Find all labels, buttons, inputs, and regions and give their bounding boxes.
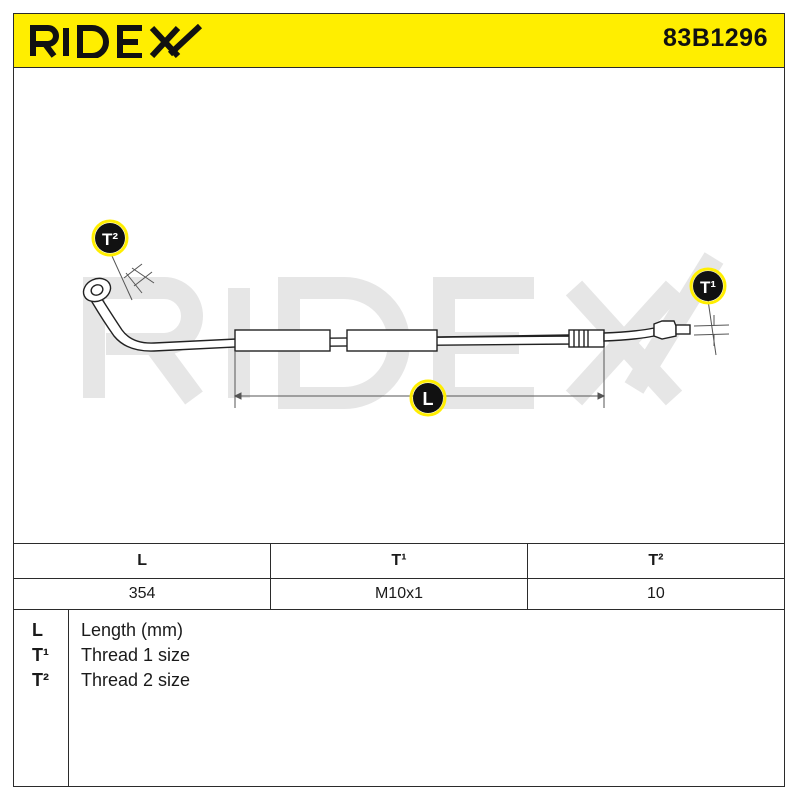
legend-key: T² — [32, 670, 49, 690]
t1-callout: T¹ — [689, 267, 727, 305]
legend-item: T² Thread 2 size — [14, 670, 784, 694]
legend-text: Length (mm) — [81, 620, 184, 640]
t2-dimension — [111, 255, 155, 301]
svg-text:T¹: T¹ — [700, 278, 716, 297]
spec-header-row: L T¹ T² — [14, 543, 784, 579]
legend-item: T¹ Thread 1 size — [14, 645, 784, 669]
ridex-logo — [30, 24, 203, 58]
spec-table: L T¹ T² 354 M10x1 10 — [14, 543, 784, 610]
legend-item: L Length (mm) — [14, 620, 784, 644]
hose-diagram: T² T¹ L — [82, 219, 730, 417]
value-length: 354 — [14, 578, 272, 610]
col-length: L — [14, 543, 272, 579]
value-thread1: M10x1 — [270, 578, 528, 610]
t1-dimension — [693, 299, 730, 356]
legend: L Length (mm) T¹ Thread 1 size T² Thread… — [14, 610, 784, 786]
legend-key: T¹ — [32, 645, 49, 665]
col-thread1: T¹ — [270, 543, 528, 579]
hose-body — [234, 320, 691, 352]
header-bar: 83B1296 — [14, 14, 784, 68]
spec-value-row: 354 M10x1 10 — [14, 578, 784, 610]
ridex-watermark — [83, 252, 724, 409]
t2-callout: T² — [91, 219, 129, 257]
legend-text: Thread 1 size — [81, 645, 191, 665]
col-thread2: T² — [527, 543, 784, 579]
legend-key: L — [32, 620, 43, 640]
legend-divider — [68, 610, 69, 786]
svg-text:L: L — [423, 389, 434, 409]
value-thread2: 10 — [527, 578, 784, 610]
l-callout: L — [409, 379, 447, 417]
svg-text:T²: T² — [102, 230, 118, 249]
part-number: 83B1296 — [663, 24, 768, 52]
product-sheet: 83B1296 — [13, 13, 785, 787]
legend-text: Thread 2 size — [81, 670, 191, 690]
